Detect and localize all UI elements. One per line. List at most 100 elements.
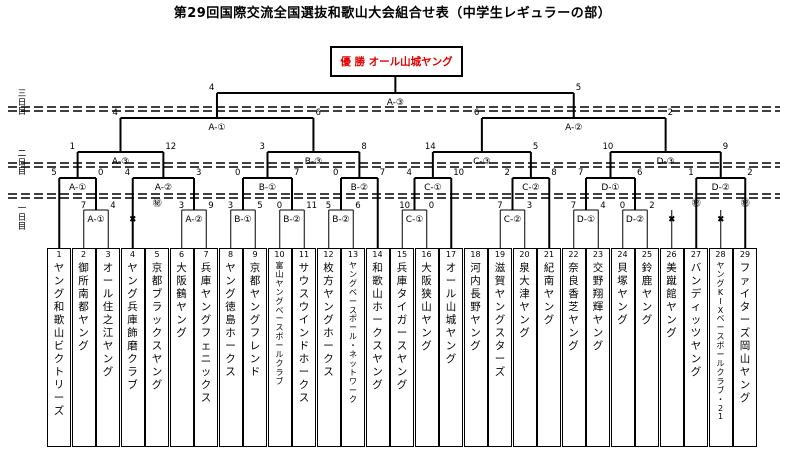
score-left: 4 <box>125 168 130 178</box>
score-right: 8 <box>361 142 366 152</box>
score-left: 4 <box>113 108 118 118</box>
score-right: 0 <box>429 201 434 211</box>
team-number: 12 <box>323 250 334 259</box>
score-left: 2 <box>505 168 510 178</box>
score-right: 6 <box>355 201 360 211</box>
team-name: オール山城ヤング <box>445 262 457 365</box>
game-label: B-① <box>234 215 252 225</box>
team-cell: 9 京都ヤングフレンド <box>243 248 267 447</box>
team-number: 10 <box>274 250 285 259</box>
score-left: 5 <box>326 201 331 211</box>
game-label: A-③ <box>387 98 404 108</box>
score-left: 7 <box>571 201 576 211</box>
team-name: ヤングベースボール・ネットワーク <box>349 261 357 404</box>
team-name: ヤング徳島ホークス <box>225 262 236 378</box>
team-number: 8 <box>227 250 234 259</box>
score-left: 14 <box>425 142 436 152</box>
team-number: 24 <box>617 250 628 259</box>
team-number: 2 <box>80 250 87 259</box>
score-right: 12 <box>165 142 176 152</box>
score-left: 0 <box>277 201 282 211</box>
team-name: 和歌山ホークスヤング <box>372 262 383 391</box>
score-left: 10 <box>603 142 614 152</box>
team-name: 滋賀ヤングスターズ <box>494 262 506 378</box>
team-name: 奈良香芝ヤング <box>568 262 579 352</box>
team-number: 5 <box>154 250 160 259</box>
team-name: 兵庫タイガースヤング <box>396 262 408 391</box>
team-number: 13 <box>347 250 359 259</box>
game-label: B-① <box>259 183 277 193</box>
game-label: A-② <box>155 183 172 193</box>
score-left: 7 <box>81 201 86 211</box>
game-label: D-③ <box>657 157 675 167</box>
team-number: 11 <box>298 250 310 259</box>
team-name: 大阪鶴ヤング <box>176 262 187 339</box>
score-left: 7 <box>578 168 583 178</box>
team-name: 泉大津ヤング <box>519 262 530 339</box>
team-number: 29 <box>739 250 751 259</box>
round-label-first: 一日目 <box>17 204 27 232</box>
team-name: 大阪狭山ヤング <box>421 262 432 352</box>
team-name: 京都ヤングフレンド <box>249 262 261 378</box>
team-number: 14 <box>372 250 383 259</box>
team-name: 貝塚ヤング <box>617 262 628 326</box>
team-cell: 29 ファイターズ岡山ヤング <box>733 248 757 447</box>
score-right: 2 <box>649 201 654 211</box>
game-label: A-① <box>87 215 104 225</box>
score-right: 3 <box>196 168 201 178</box>
score-left: 3 <box>228 201 233 211</box>
game-label: C-① <box>424 183 442 193</box>
team-name: ファイターズ岡山ヤング <box>739 262 751 404</box>
team-cell: 21 紀南ヤング <box>537 248 561 447</box>
game-label: D-② <box>712 183 730 193</box>
team-number: 9 <box>252 250 258 259</box>
game-label: C-② <box>504 215 522 225</box>
game-label: B-③ <box>305 157 323 167</box>
team-number: 18 <box>470 250 481 259</box>
team-number: 26 <box>666 250 677 259</box>
score-right: 7 <box>380 168 385 178</box>
team-number: 21 <box>543 250 555 259</box>
score-left: 0 <box>235 168 240 178</box>
team-cell: 13 ヤングベースボール・ネットワーク <box>341 248 365 447</box>
team-number: 22 <box>568 250 579 259</box>
champion-box: 優 勝 オール山城ヤング <box>330 46 463 77</box>
score-left: 4 <box>407 168 412 178</box>
score-left: 0 <box>333 168 338 178</box>
score-left: 5 <box>51 168 56 178</box>
score-right: 7 <box>294 168 299 178</box>
game-label: A-② <box>185 215 202 225</box>
team-name: 交野翔輝ヤング <box>592 262 604 352</box>
score-left: 0 <box>620 201 625 211</box>
score-right: 9 <box>208 201 213 211</box>
team-name: 紀南ヤング <box>543 262 555 326</box>
team-name: 美蹴館ヤング <box>666 262 677 339</box>
score-right: 8 <box>551 168 556 178</box>
team-cell: 6 大阪鶴ヤング <box>169 248 194 447</box>
score-right: 6 <box>637 168 642 178</box>
game-label: B-② <box>351 183 369 193</box>
score-left: 3 <box>260 142 265 152</box>
game-label: A-③ <box>112 157 129 167</box>
team-cell: 22 奈良香芝ヤング <box>561 248 586 447</box>
team-number: 6 <box>178 250 185 259</box>
round-label-third: 三日目 <box>17 89 27 117</box>
team-name: オール住之江ヤング <box>102 262 114 378</box>
team-name: 兵庫ヤングフェニックス <box>200 262 212 404</box>
team-number: 15 <box>396 250 408 259</box>
score-right: 5 <box>576 83 581 93</box>
team-name: ヤング和歌山ビクトリーズ <box>53 262 65 417</box>
team-cell: 14 和歌山ホークスヤング <box>365 248 390 447</box>
